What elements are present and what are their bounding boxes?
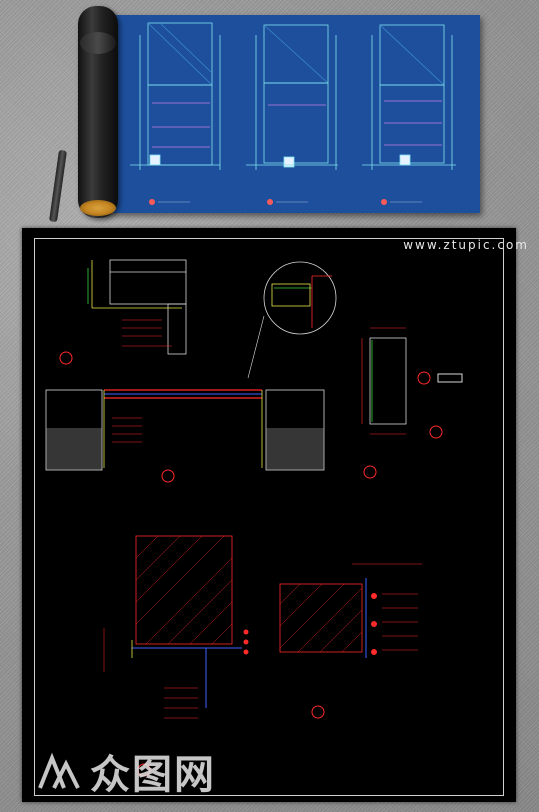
blueprint-sheet — [100, 15, 480, 213]
roll-cap-top — [80, 32, 116, 54]
site-logo: 众图网 — [36, 742, 226, 800]
blueprint-drawing — [130, 22, 456, 205]
cad-drawing — [45, 259, 463, 777]
roll-cap-bottom — [80, 200, 116, 216]
logo-mark-icon — [38, 752, 80, 789]
logo-text: 众图网 — [90, 752, 216, 798]
cad-drawing-sheet — [22, 228, 516, 802]
drawing-frame — [34, 238, 504, 796]
watermark-text: www.ztupic.com — [403, 238, 529, 252]
